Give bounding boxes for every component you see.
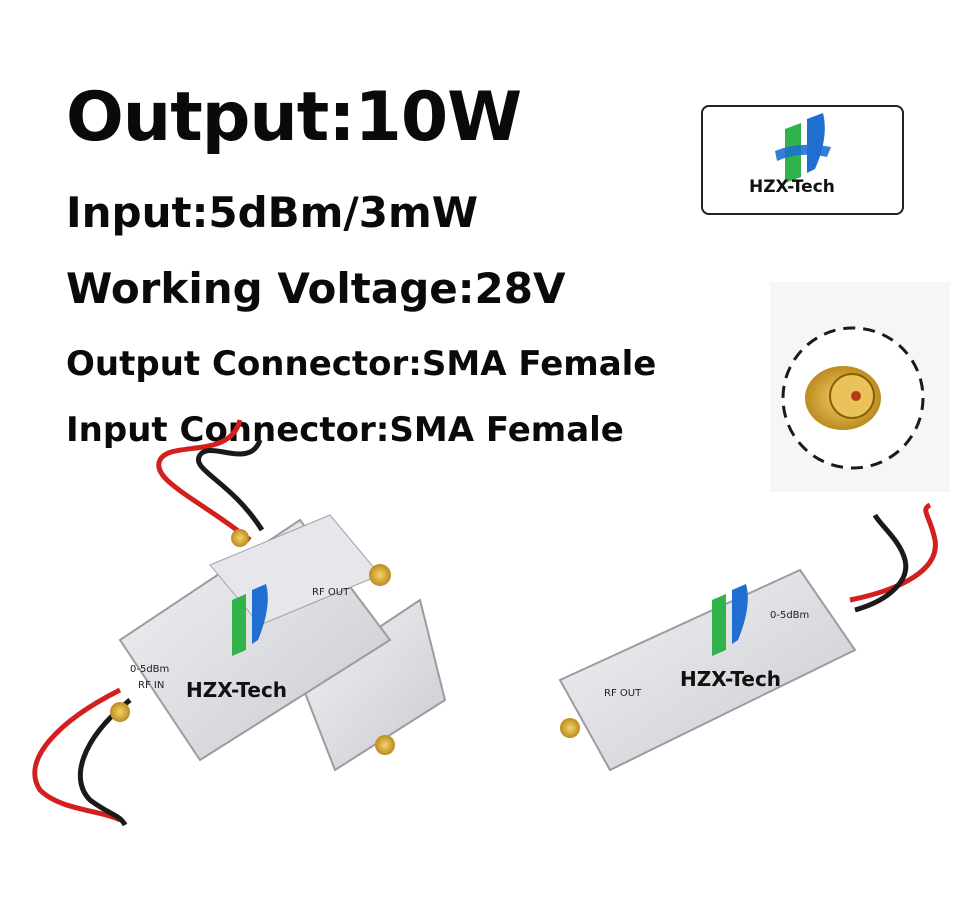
brand-name-left-module: HZX-Tech [186, 678, 287, 702]
power-label-left: 0-5dBm [130, 664, 169, 675]
spec-voltage: Working Voltage:28V [66, 264, 566, 313]
brand-logo-icon [775, 113, 831, 183]
sma-connector-inset [770, 282, 950, 492]
brand-logo-box: HZX-Tech [701, 105, 904, 215]
spec-output-connector: Output Connector:SMA Female [66, 344, 657, 384]
rf-in-label-left: RF IN [138, 680, 164, 691]
power-label-right: 0-5dBm [770, 610, 809, 621]
spec-output: Output:10W [66, 78, 522, 157]
spec-input-connector: Input Connector:SMA Female [66, 410, 624, 450]
amplifier-module-front: RF OUT 0-5dBm RF IN HZX-Tech [110, 514, 392, 762]
amplifier-module-right: RF OUT 0-5dBm HZX-Tech [558, 568, 857, 772]
wires-right [849, 502, 938, 613]
rf-out-label-left: RF OUT [312, 587, 350, 598]
spec-input: Input:5dBm/3mW [66, 188, 479, 237]
rf-out-label-right: RF OUT [604, 688, 642, 699]
wires-bottom-left [32, 687, 132, 827]
wires-top [156, 419, 265, 542]
brand-name: HZX-Tech [749, 177, 835, 197]
brand-name-right-module: HZX-Tech [680, 667, 781, 691]
